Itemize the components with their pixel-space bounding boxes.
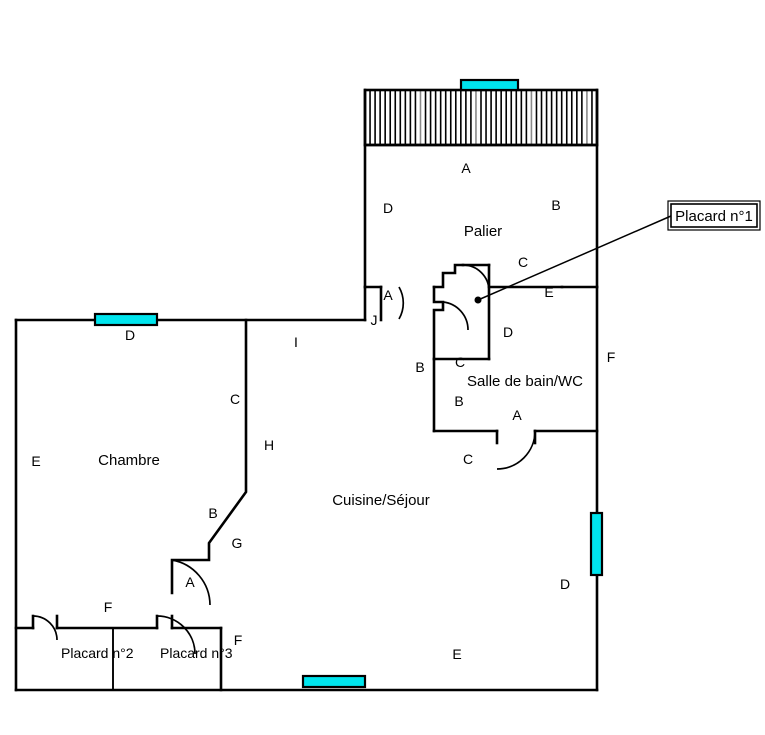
chambre-walls: [14, 318, 248, 692]
room-label-chambre: Chambre: [98, 452, 160, 469]
segment-label-sdb-c1: C: [455, 354, 465, 370]
door-placard-1-a-arc: [462, 264, 490, 292]
segment-label-chambre-e: E: [31, 453, 40, 469]
wall-placard1-west: [432, 285, 445, 361]
segment-label-corridor-j: J: [371, 312, 378, 328]
closet-label-placard-2: Placard n°2: [61, 645, 134, 661]
segment-label-chambre-h: H: [264, 437, 274, 453]
placard-1-callout-box: [670, 203, 758, 228]
segment-label-palier-a: A: [461, 160, 471, 176]
segment-label-chambre-f: F: [104, 599, 113, 615]
door-placard-1-b-arc: [442, 301, 469, 331]
segment-label-sdb-d: D: [503, 324, 513, 340]
balcony-hatch-lines: [369, 91, 593, 144]
segment-label-chambre-g: G: [232, 535, 243, 551]
door-corridor-j-arc: [398, 286, 405, 320]
segment-label-corridor-a: A: [383, 287, 393, 303]
segment-label-chambre-b: B: [208, 505, 217, 521]
segment-label-corridor-i: I: [294, 334, 298, 350]
segment-label-sdb-a: A: [512, 407, 522, 423]
segment-label-sdb-c2: C: [463, 451, 473, 467]
window-cuisine: [301, 674, 367, 689]
door-sdb-arc: [496, 430, 536, 470]
segment-label-cuisine-e: E: [452, 646, 461, 662]
segment-label-palier-d: D: [383, 200, 393, 216]
door-placard-3-arc: [156, 615, 196, 655]
windows-group: [93, 78, 604, 689]
segment-label-chambre-a: A: [185, 574, 195, 590]
wall-placard1-north: [432, 263, 465, 289]
door-arcs-group: [32, 264, 536, 655]
closet-labels-group: Placard n°2 Placard n°3: [61, 645, 233, 661]
window-balcony: [459, 78, 520, 92]
window-chambre: [93, 312, 159, 327]
placard-1-callout-label: Placard n°1: [675, 208, 753, 225]
window-east: [589, 511, 604, 577]
segment-label-palier-c: C: [518, 254, 528, 270]
segment-label-cuisine-d: D: [560, 576, 570, 592]
door-placard-2-arc: [32, 615, 58, 641]
wall-chambre-east: [170, 318, 248, 595]
segment-label-sdb-b1: B: [415, 359, 424, 375]
placard-1-leader-line: [477, 215, 672, 301]
segment-label-palier-b: B: [551, 197, 560, 213]
segment-label-sdb-e: E: [544, 284, 553, 300]
segment-label-cuisine-f: F: [234, 632, 243, 648]
segment-label-sdb-b2: B: [454, 393, 463, 409]
bathroom-walls: [432, 357, 599, 445]
door-chambre-arc: [171, 559, 211, 606]
segment-label-chambre-d: D: [125, 327, 135, 343]
closet-label-placard-3: Placard n°3: [160, 645, 233, 661]
placard-1-callout: Placard n°1: [474, 200, 761, 304]
segment-label-sdb-f: F: [607, 349, 616, 365]
room-label-sdb: Salle de bain/WC: [467, 373, 583, 390]
placard-1-leader-dot: [474, 296, 482, 304]
room-label-cuisine: Cuisine/Séjour: [332, 492, 430, 509]
balcony-hatch-group: [363, 88, 599, 147]
placard-1-callout-outer: [667, 200, 761, 231]
room-label-palier: Palier: [464, 223, 502, 240]
corridor-walls: [363, 285, 383, 322]
segment-label-chambre-c: C: [230, 391, 240, 407]
